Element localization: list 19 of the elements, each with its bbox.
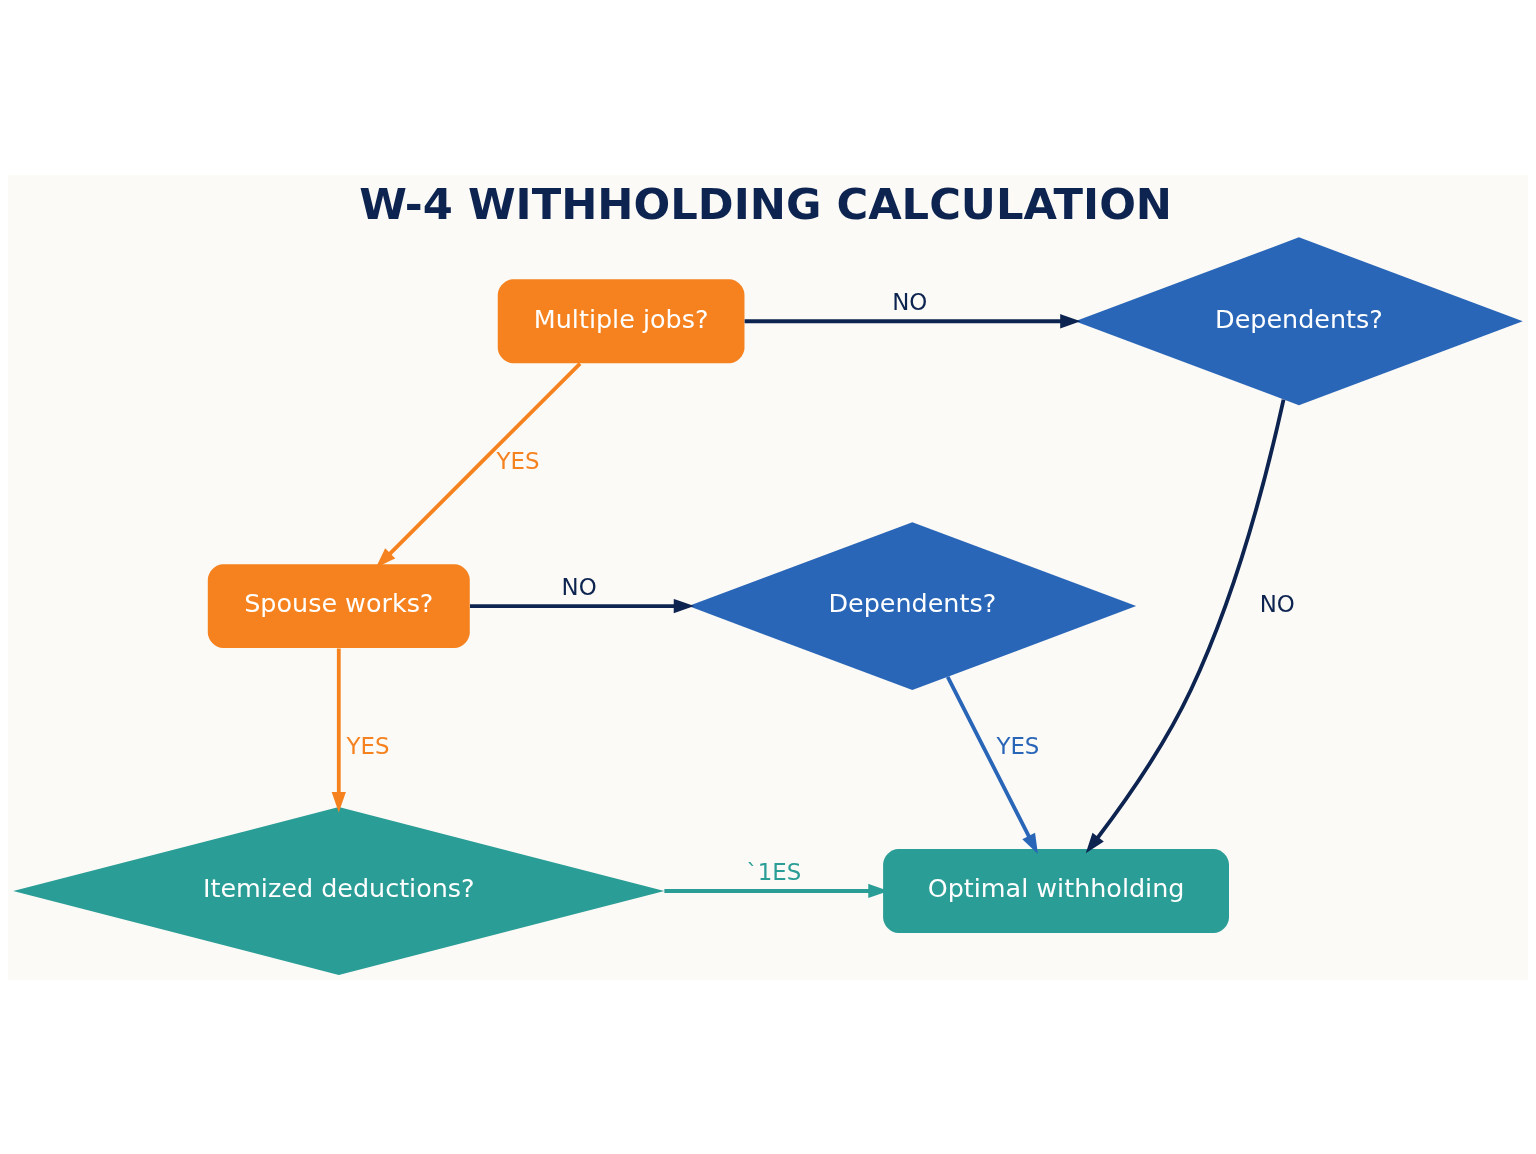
diagram-title: W-4 WITHHOLDING CALCULATION [359,177,1173,228]
edge-label: NO [892,288,928,315]
node-diamond: Itemized deductions? [13,806,665,975]
edge-label: YES [996,732,1040,759]
node-box: Multiple jobs? [497,278,745,363]
edge-label: YES [346,732,390,759]
edge-label: NO [1259,590,1295,617]
arrow [945,675,1038,854]
edge-label: `1ES [746,858,802,885]
node-box: Optimal withholding [883,848,1229,933]
node-diamond: Dependents? [1075,236,1523,405]
edge-label: YES [496,447,540,474]
arrow [744,313,1081,328]
arrow [470,598,695,613]
edge-label: NO [561,573,597,600]
node-box: Spouse works? [207,563,470,648]
arrow [1085,398,1286,853]
arrow [331,647,346,812]
arrow [375,361,582,568]
